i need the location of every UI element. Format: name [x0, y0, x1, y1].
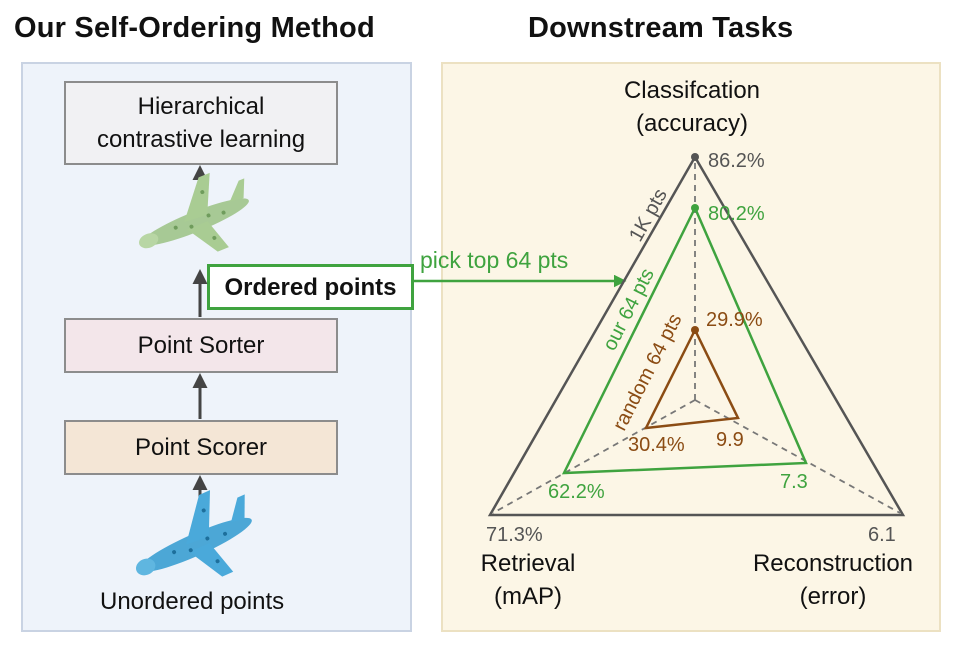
axis-retrieval	[492, 399, 696, 514]
axis-title-cls-2: (accuracy)	[636, 110, 748, 137]
radar-random-triangle	[643, 327, 740, 430]
dot-ours-cls	[691, 204, 699, 212]
value-random-ret: 30.4%	[628, 434, 685, 456]
right-title: Downstream Tasks	[528, 12, 794, 44]
value-full-cls: 86.2%	[708, 150, 765, 172]
axis-title-rec-1: Reconstruction	[753, 550, 913, 577]
left-title: Our Self-Ordering Method	[14, 12, 375, 44]
pick-label: pick top 64 pts	[420, 247, 568, 273]
point-scorer-box: Point Scorer	[64, 420, 338, 475]
airplane-unordered-icon	[135, 490, 252, 577]
value-ours-rec: 7.3	[780, 471, 808, 493]
radar-ours-triangle	[561, 205, 808, 475]
value-random-rec: 9.9	[716, 429, 744, 451]
value-ours-cls: 80.2%	[708, 203, 765, 225]
point-sorter-box: Point Sorter	[64, 318, 338, 373]
axis-title-cls-1: Classifcation	[624, 77, 760, 104]
axis-title-rec-2: (error)	[800, 583, 867, 610]
axis-title-ret-2: (mAP)	[494, 583, 562, 610]
airplane-ordered-icon	[139, 172, 249, 252]
ordered-points-box: Ordered points	[207, 264, 414, 310]
dot-full-cls	[691, 153, 699, 161]
value-full-rec: 6.1	[868, 524, 896, 546]
axis-title-ret-1: Retrieval	[481, 550, 576, 577]
radar-full-triangle	[487, 154, 906, 517]
unordered-points-label: Unordered points	[100, 588, 285, 615]
hierarchical-contrastive-box: Hierarchical contrastive learning	[64, 81, 338, 165]
value-full-ret: 71.3%	[486, 524, 543, 546]
dot-random-cls	[691, 326, 699, 334]
value-random-cls: 29.9%	[706, 309, 763, 331]
hcl-line-1: Hierarchical	[137, 93, 265, 120]
series-label-full: 1K pts	[625, 185, 672, 245]
value-ours-ret: 62.2%	[548, 481, 605, 503]
hcl-line-2: contrastive learning	[96, 126, 306, 153]
